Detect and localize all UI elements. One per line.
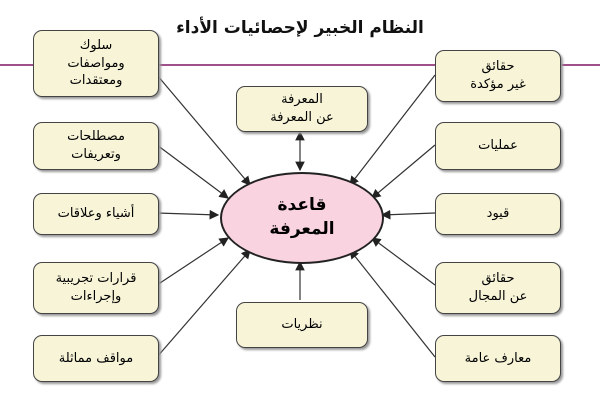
node-heuristic-decisions: قرارات تجريبية وإجراءات [33,262,159,314]
node-behavior: سلوك ومواصفات ومعتقدات [33,30,159,97]
knowledge-base-node: قاعدة المعرفة [220,172,384,264]
node-domain-facts: حقائق عن المجال [435,262,561,314]
node-terms: مصطلحات وتعريفات [33,122,159,170]
node-uncertain-facts: حقائق غير مؤكدة [435,50,561,102]
node-constraints: قيود [435,193,561,235]
node-general-knowledge: معارف عامة [435,335,561,382]
node-theories: نظريات [236,302,368,348]
node-similar-situations: مواقف مماثلة [33,335,159,382]
diagram-title: النظام الخبير لإحصائيات الأداء [176,18,424,38]
node-processes: عمليات [435,122,561,170]
node-objects-relations: أشياء وعلاقات [33,193,159,235]
node-meta-knowledge: المعرفة عن المعرفة [236,86,368,132]
